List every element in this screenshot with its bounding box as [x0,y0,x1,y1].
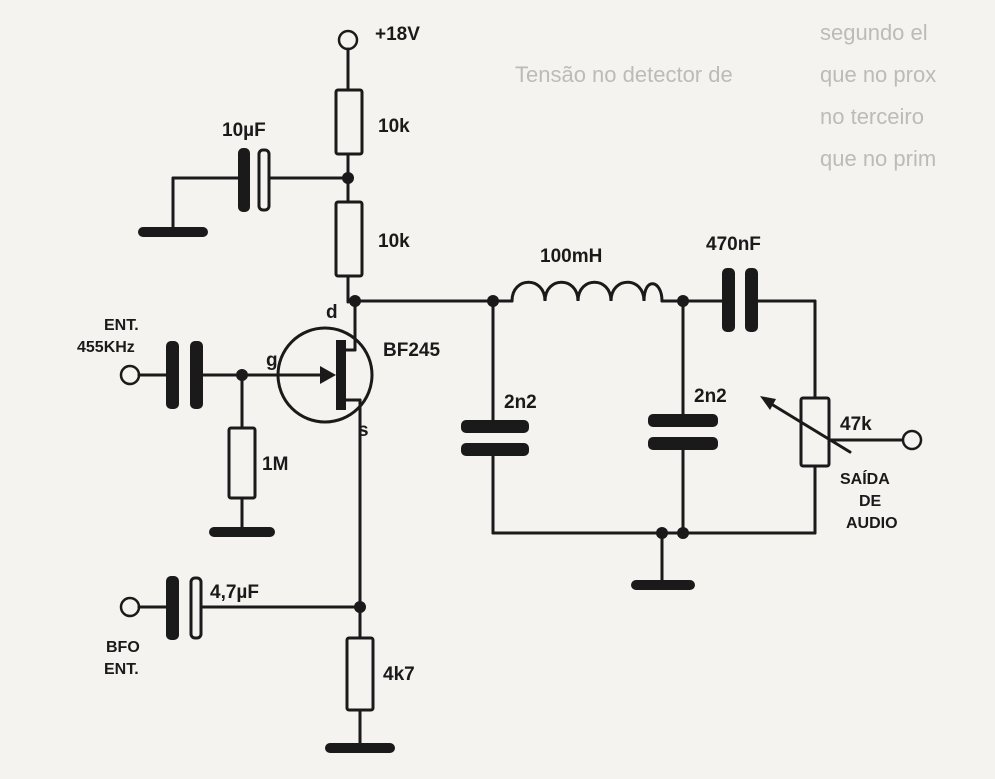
bg-text-top-left: Tensão no detector de [515,62,733,87]
capacitor-bfo-plate [189,576,203,640]
transistor-label: BF245 [383,340,440,361]
input-label-line2: 455KHz [77,339,135,356]
resistor-source [345,636,375,712]
capacitor-shunt-right-label: 2n2 [694,386,727,407]
capacitor-shunt-left-plate [461,443,529,456]
capacitor-output-plate [722,268,735,332]
capacitor-decoupling-plate [257,148,271,212]
bg-text-right-4: que no prim [820,146,936,171]
bg-text-right-3: no terceiro [820,104,924,129]
resistor-mid-label: 10k [378,231,410,252]
output-label-line2: DE [859,493,882,510]
capacitor-bfo-plate [166,576,179,640]
capacitor-decoupling-label: 10µF [222,120,266,141]
input-terminal [119,364,141,386]
capacitor-output-label: 470nF [706,234,761,255]
capacitor-decoupling-plate [238,148,250,212]
bfo-label-line2: ENT. [104,661,139,678]
output-label-line1: SAÍDA [840,469,890,488]
pin-d-label: d [326,302,338,323]
potentiometer-label: 47k [840,414,872,435]
resistor-source-label: 4k7 [383,664,415,685]
bfo-label-line1: BFO [106,639,140,656]
transistor-gate-arrow-icon [320,366,336,384]
transistor-channel [336,340,346,410]
capacitor-shunt-right-plate [648,437,718,450]
supply-terminal [337,29,359,51]
bg-text-right-2: que no prox [820,62,936,87]
pin-g-label: g [266,350,278,371]
output-label-line3: AUDIO [846,515,898,532]
inductor-label: 100mH [540,246,602,267]
potentiometer-arrow-icon [760,396,776,410]
supply-label: +18V [375,24,420,45]
capacitor-shunt-left-label: 2n2 [504,392,537,413]
bg-text-right-1: segundo el [820,20,928,45]
capacitor-bfo-label: 4,7µF [210,582,259,603]
pin-s-label: s [358,420,369,441]
resistor-mid [334,200,364,278]
output-terminal [901,429,923,451]
bfo-terminal [119,596,141,618]
junction-dot [677,527,689,539]
capacitor-shunt-left-plate [461,420,529,433]
potentiometer-wiper [766,400,852,454]
resistor-top-label: 10k [378,116,410,137]
resistor-gate [227,426,257,500]
capacitor-shunt-right-plate [648,414,718,427]
input-label-line1: ENT. [104,317,139,334]
capacitor-input-plate [190,341,203,409]
resistor-top [334,88,364,156]
capacitor-output-plate [745,268,758,332]
capacitor-input-plate [166,341,179,409]
resistor-gate-label: 1M [262,454,288,475]
inductor [510,280,664,303]
